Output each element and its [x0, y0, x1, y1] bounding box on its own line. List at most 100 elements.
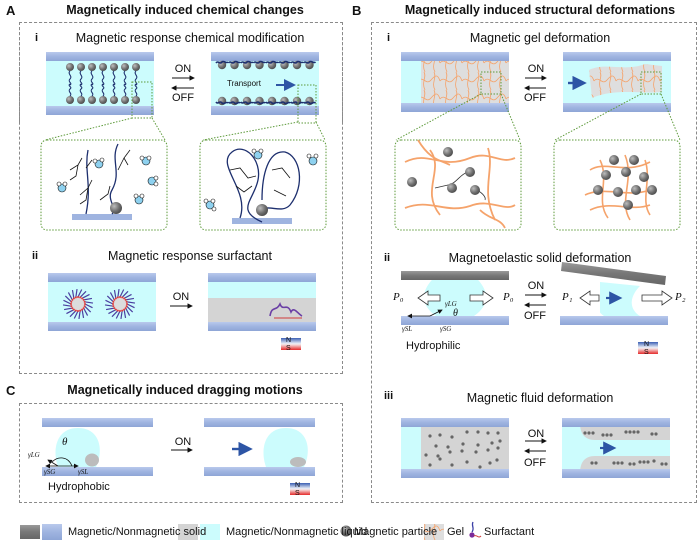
ferrofluid-particle — [642, 460, 646, 464]
surfactant-tail — [125, 307, 131, 316]
surfactant-head — [114, 297, 117, 300]
collapsed-chain — [290, 101, 304, 105]
panel-a-ii-title: Magnetic response surfactant — [108, 249, 272, 263]
surfactant-head — [70, 303, 72, 305]
a-i-zoom-right-content — [203, 148, 319, 224]
b-iii-on-label: ON — [527, 428, 545, 440]
ferrofluid-particle — [601, 433, 605, 437]
panel-c-letter: C — [6, 383, 16, 398]
b-i-right-channel — [563, 52, 671, 112]
surfactant-head — [82, 298, 85, 301]
surfactant-head — [84, 303, 86, 305]
surfactant-head — [123, 308, 126, 311]
magnetic-particle — [77, 63, 85, 71]
c-magnet-icon — [290, 483, 310, 495]
a-ii-on-label: ON — [172, 291, 190, 303]
polymer-chain — [79, 83, 83, 97]
legend-nonmagnetic-solid-swatch — [42, 524, 62, 540]
surfactant-head — [83, 305, 86, 308]
surfactant-head — [77, 310, 79, 312]
ferrofluid-particle — [460, 449, 464, 453]
collapsed-chain — [265, 101, 279, 105]
panel-a-letter: A — [6, 3, 16, 18]
collapsed-chain — [227, 60, 242, 64]
magnetic-particle — [447, 183, 457, 193]
legend-liquid-label: Magnetic/Nonmagnetic liquid — [226, 526, 368, 538]
micelle-core — [113, 297, 127, 311]
magnetic-particle — [647, 185, 657, 195]
panel-b-frame — [371, 22, 697, 503]
surfactant-tail — [115, 310, 121, 319]
c-magnet-s: S — [295, 490, 300, 497]
polymer-chain — [68, 83, 72, 97]
surfactant-head — [79, 309, 82, 312]
surfactant-tail — [63, 307, 73, 311]
surfactant-head — [125, 305, 128, 308]
collapsed-chain — [302, 60, 317, 64]
surfactant-head — [71, 307, 74, 310]
b-ii-on-label: ON — [527, 280, 545, 292]
ferrofluid-particle — [632, 462, 636, 466]
b-ii-magnet-s: S — [644, 349, 649, 356]
ferrofluid-particle — [446, 445, 450, 449]
b-iii-left-channel — [401, 418, 509, 478]
legend-surfactant-icon — [469, 521, 482, 538]
surfactant-tail — [126, 301, 136, 304]
surfactant-head — [119, 296, 121, 298]
ferrofluid-particle — [438, 457, 442, 461]
surfactant-tail — [71, 289, 75, 299]
c-theta-label: θ — [62, 436, 68, 448]
ferrofluid-particle — [450, 435, 454, 439]
surfactant-tail — [106, 295, 114, 303]
surfactant-head — [113, 298, 116, 301]
magnetic-particle — [443, 147, 453, 157]
ferrofluid-particle — [638, 460, 642, 464]
surfactant-tail — [125, 297, 135, 301]
b-ii-p1: P₁ — [562, 291, 573, 303]
ferrofluid-particle — [434, 444, 438, 448]
panel-b-i-label: i — [387, 32, 391, 44]
surfactant-tail — [83, 307, 89, 316]
a-i-transport-label: Transport — [227, 79, 261, 88]
ferrofluid-particle — [605, 433, 609, 437]
surfactant-tail — [67, 292, 73, 301]
b-ii-gamma-sl: γSL — [402, 325, 413, 333]
b-ii-gamma-lg: γLG — [445, 300, 457, 308]
surfactant-tail — [83, 297, 93, 301]
ferrofluid-particle — [486, 448, 490, 452]
ferrofluid-particle — [465, 460, 469, 464]
surfactant-head — [124, 307, 127, 310]
surfactant-tail — [62, 304, 72, 307]
c-gamma-sl: γSL — [78, 468, 89, 476]
surfactant-head — [72, 297, 75, 300]
ferrofluid-particle — [428, 463, 432, 467]
a-i-right-channel — [211, 52, 319, 124]
magnetic-particle — [601, 170, 611, 180]
ferrofluid-particle — [650, 432, 654, 436]
surfactant-tail — [66, 309, 75, 315]
b-i-left-channel — [401, 52, 509, 112]
surfactant-tail — [108, 309, 117, 315]
ferrofluid-particle — [450, 463, 454, 467]
collapsed-chain — [252, 60, 267, 64]
ferrofluid-particle — [488, 461, 492, 465]
surfactant-head — [74, 296, 77, 299]
ferrofluid-particle — [591, 431, 595, 435]
b-ii-off-label: OFF — [524, 310, 546, 322]
a-ii-magnet-n: N — [286, 337, 292, 344]
magnetic-particle — [77, 96, 85, 104]
surfactant-head — [116, 309, 119, 312]
magnetic-particle — [88, 96, 96, 104]
ferrofluid-particle — [428, 434, 432, 438]
surfactant-head — [125, 300, 128, 303]
c-right-channel — [204, 418, 315, 476]
c-wetting-label: Hydrophobic — [48, 481, 110, 493]
panel-b-title: Magnetically induced structural deformat… — [404, 3, 676, 17]
ferrofluid-particle — [620, 461, 624, 465]
panel-b-letter: B — [352, 3, 362, 18]
b-ii-theta: θ — [453, 308, 458, 319]
surfactant-tail — [81, 293, 90, 299]
b-iii-right-channel — [562, 418, 670, 478]
ferrofluid-particle — [496, 446, 500, 450]
ferrofluid-particle — [496, 431, 500, 435]
